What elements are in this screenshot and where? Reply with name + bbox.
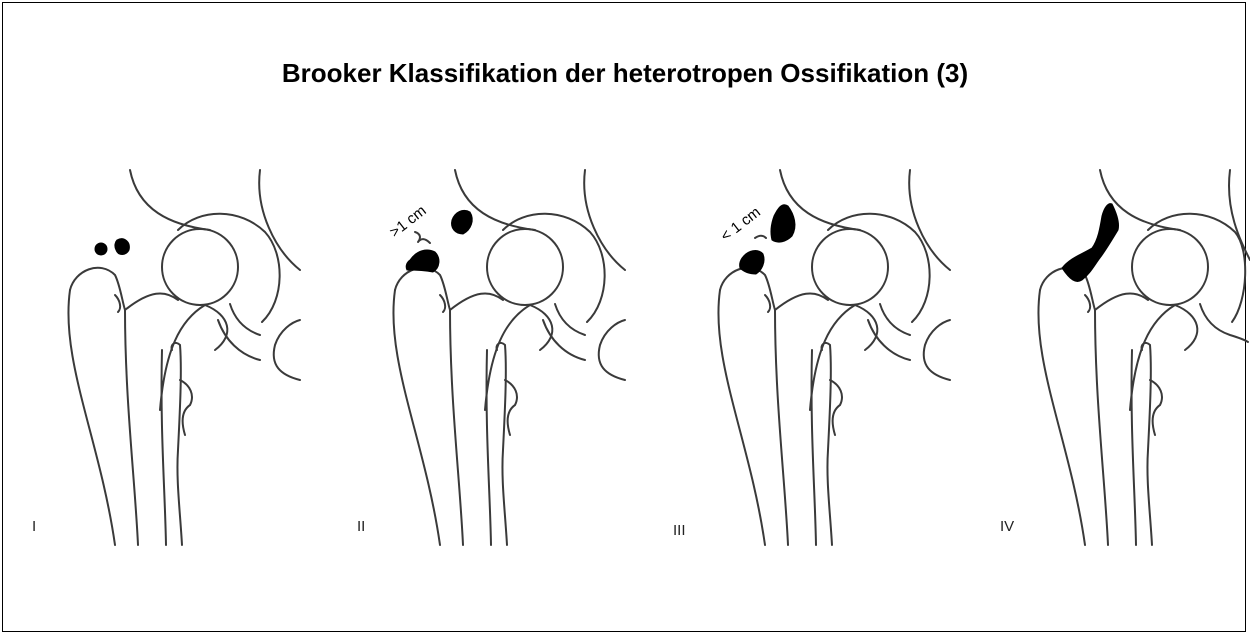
- figure-title: Brooker Klassifikation der heterotropen …: [0, 58, 1250, 89]
- hip-drawing-grade-4: [1000, 150, 1250, 560]
- panel-grade-3: < 1 cm III: [680, 150, 970, 560]
- ossification-lower: [740, 251, 764, 274]
- panel-grade-1: I: [30, 150, 320, 560]
- measurement-brace: [755, 236, 766, 238]
- ossification-upper: [452, 210, 473, 234]
- ossification-lower: [406, 250, 439, 272]
- panel-grade-2: >1 cm II: [355, 150, 645, 560]
- grade-label: I: [32, 518, 36, 535]
- measurement-brace: [415, 232, 430, 243]
- grade-label: II: [357, 518, 365, 535]
- grade-label: IV: [1000, 518, 1014, 535]
- panel-grade-4: IV: [1000, 150, 1250, 560]
- ossification-upper: [771, 205, 795, 242]
- ossification-island: [95, 243, 107, 255]
- ossification-bridge: [1062, 204, 1119, 282]
- hip-drawing-grade-2: [355, 150, 645, 560]
- grade-label: III: [673, 522, 686, 539]
- hip-drawing-grade-3: [680, 150, 970, 560]
- hip-drawing-grade-1: [30, 150, 320, 560]
- ossification-island: [115, 239, 129, 255]
